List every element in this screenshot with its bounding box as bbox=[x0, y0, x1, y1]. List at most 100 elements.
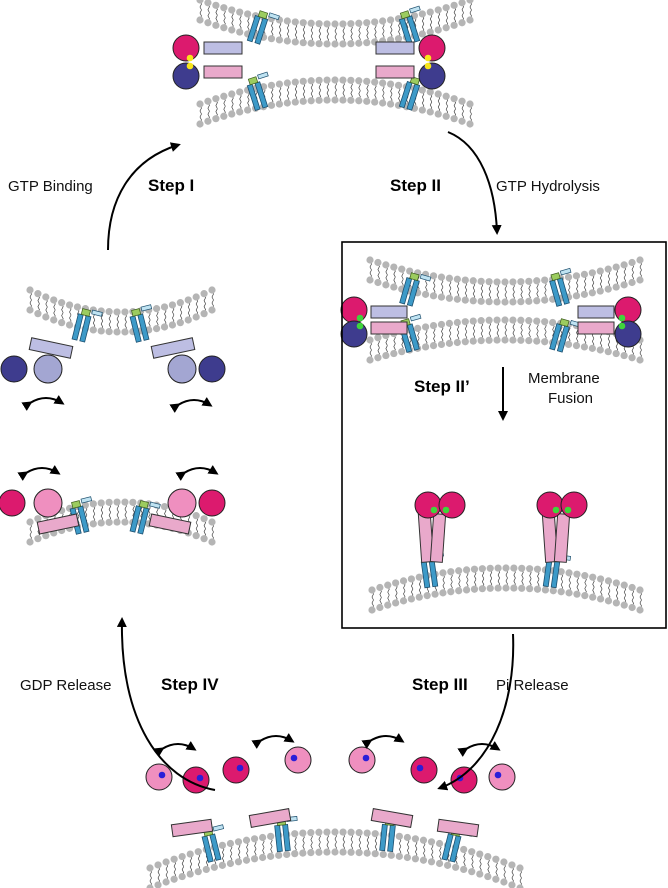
bottom-gtpase-magenta-3-nucleotide bbox=[416, 764, 424, 772]
top-box-right-b bbox=[375, 65, 415, 79]
top-gtpase-left-magenta-nucleotide bbox=[186, 54, 194, 62]
box-box-right-a bbox=[577, 305, 615, 319]
box-fused-rod-b2 bbox=[553, 513, 571, 563]
left-apo-gtpase-light-b bbox=[167, 354, 197, 384]
bottom-gtpase-pink-4-nucleotide bbox=[494, 771, 502, 779]
box-fused-gtpase-a1 bbox=[414, 491, 442, 519]
bottom-swing-1 bbox=[153, 741, 197, 757]
step-ii-prime-label: Step II’ bbox=[414, 377, 470, 396]
box-fused-gtpase-a1-nucleotide bbox=[430, 506, 438, 514]
left-apo-membrane bbox=[26, 286, 216, 336]
bottom-box-4 bbox=[436, 818, 480, 838]
gdp-release-label: GDP Release bbox=[20, 677, 111, 694]
top-box-left-a bbox=[203, 41, 243, 55]
top-gtpase-right-magenta bbox=[418, 34, 446, 62]
left-pink-box-b bbox=[148, 513, 192, 535]
box-box-right-b bbox=[577, 321, 615, 335]
bottom-box-3 bbox=[370, 808, 414, 828]
pi-release-label: Pi Release bbox=[496, 677, 569, 694]
box-fused-membrane bbox=[368, 564, 644, 614]
left-pink-swing-a bbox=[17, 465, 61, 481]
left-apo-tm-a bbox=[71, 308, 103, 343]
left-apo-swing-a bbox=[21, 395, 65, 411]
left-apo-box-b bbox=[150, 337, 196, 359]
top-upper-membrane bbox=[196, 0, 474, 48]
bottom-swing-3 bbox=[361, 733, 405, 749]
arrow-step-ii bbox=[447, 131, 502, 235]
top-gtpase-left-navy bbox=[172, 62, 200, 90]
left-pink-gtpase-magenta-a bbox=[0, 489, 26, 517]
top-gtpase-right-navy-nucleotide bbox=[424, 62, 432, 70]
left-pink-gtpase-pink-b bbox=[167, 488, 197, 518]
arrow-step-i bbox=[107, 142, 181, 251]
box-box-left-a bbox=[370, 305, 408, 319]
bottom-tm-1 bbox=[201, 824, 225, 863]
bottom-gtpase-pink-2-nucleotide bbox=[290, 754, 298, 762]
step-ii-label: Step II bbox=[390, 176, 441, 195]
top-tm-left-b bbox=[246, 71, 269, 112]
top-tm-right-a bbox=[398, 5, 421, 46]
step-iv-label: Step IV bbox=[161, 675, 219, 694]
top-gtpase-left-navy-nucleotide bbox=[186, 62, 194, 70]
bottom-gtpase-magenta-2 bbox=[222, 756, 250, 784]
gtp-binding-label: GTP Binding bbox=[8, 178, 93, 195]
box-box-left-b bbox=[370, 321, 408, 335]
box-fused-gtpase-a2 bbox=[438, 491, 466, 519]
bottom-gtpase-magenta-2-nucleotide bbox=[236, 764, 244, 772]
box-fused-gtpase-b2-nucleotide bbox=[564, 506, 572, 514]
box-fused-gtpase-b1 bbox=[536, 491, 564, 519]
bottom-box-1 bbox=[170, 818, 214, 838]
left-apo-gtpase-navy-b bbox=[198, 355, 226, 383]
box-fused-gtpase-b2 bbox=[560, 491, 588, 519]
box-fused-gtpase-a2-nucleotide bbox=[442, 506, 450, 514]
left-apo-gtpase-navy-a bbox=[0, 355, 28, 383]
step-iii-label: Step III bbox=[412, 675, 468, 694]
left-apo-box-a bbox=[28, 337, 74, 359]
left-pink-swing-b bbox=[175, 465, 219, 481]
step-i-label: Step I bbox=[148, 176, 194, 195]
bottom-swing-4 bbox=[457, 741, 501, 757]
bottom-gtpase-pink-1 bbox=[145, 763, 173, 791]
top-gtpase-right-magenta-nucleotide bbox=[424, 54, 432, 62]
bottom-gtpase-pink-3-nucleotide bbox=[362, 754, 370, 762]
left-pink-gtpase-magenta-b bbox=[198, 489, 226, 517]
step-ii-prime-box bbox=[341, 241, 667, 629]
bottom-box-2 bbox=[248, 808, 292, 828]
membrane-label: Membrane bbox=[528, 370, 600, 387]
top-box-left-b bbox=[203, 65, 243, 79]
bottom-gtpase-magenta-3 bbox=[410, 756, 438, 784]
left-pink-tm-b bbox=[129, 500, 161, 535]
bottom-gtpase-pink-3 bbox=[348, 746, 376, 774]
bottom-gtpase-pink-2 bbox=[284, 746, 312, 774]
gtp-hydrolysis-label: GTP Hydrolysis bbox=[496, 178, 600, 195]
left-apo-gtpase-light-a bbox=[33, 354, 63, 384]
arrow-step-iv bbox=[116, 617, 216, 791]
left-pink-box-a bbox=[36, 513, 80, 535]
bottom-gtpase-magenta-1-nucleotide bbox=[196, 774, 204, 782]
top-tm-right-b bbox=[398, 76, 432, 111]
bottom-swing-2 bbox=[251, 733, 295, 749]
box-gtpase-right-magenta-nucleotide bbox=[618, 314, 626, 322]
top-gtpase-right-navy bbox=[418, 62, 446, 90]
box-tm-right-b bbox=[549, 318, 582, 353]
box-upper-membrane bbox=[366, 256, 644, 306]
bottom-gtpase-magenta-4 bbox=[450, 766, 478, 794]
bottom-gtpase-pink-1-nucleotide bbox=[158, 771, 166, 779]
box-gtpase-right-navy-nucleotide bbox=[618, 322, 626, 330]
fusion-label: Fusion bbox=[548, 390, 593, 407]
top-tm-left-a bbox=[246, 10, 280, 45]
left-pink-gtpase-pink-a bbox=[33, 488, 63, 518]
arrow-step-iii bbox=[437, 633, 515, 791]
box-gtpase-left-magenta-nucleotide bbox=[356, 314, 364, 322]
box-gtpase-left-navy-nucleotide bbox=[356, 322, 364, 330]
bottom-gtpase-pink-4 bbox=[488, 763, 516, 791]
box-fused-gtpase-b1-nucleotide bbox=[552, 506, 560, 514]
box-tm-left-a bbox=[399, 272, 432, 307]
left-apo-swing-b bbox=[169, 397, 213, 413]
box-tm-right-a bbox=[549, 267, 572, 307]
left-apo-tm-b bbox=[129, 304, 153, 343]
box-fused-rod-a2 bbox=[429, 513, 447, 563]
top-gtpase-left-magenta bbox=[172, 34, 200, 62]
top-box-right-a bbox=[375, 41, 415, 55]
